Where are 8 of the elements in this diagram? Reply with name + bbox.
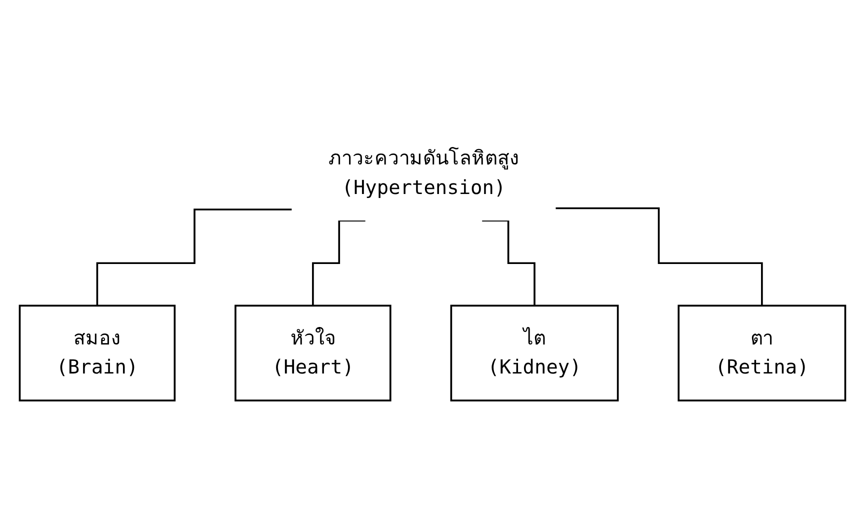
node-box: สมอง (Brain)	[18, 305, 176, 402]
node-box: ตา (Retina)	[678, 305, 846, 402]
connector	[482, 220, 536, 307]
connector	[96, 208, 292, 307]
node-box: ไต (Kidney)	[450, 305, 619, 402]
connector	[312, 220, 366, 307]
connector	[556, 208, 763, 307]
node-box: หัวใจ (Heart)	[234, 305, 392, 402]
